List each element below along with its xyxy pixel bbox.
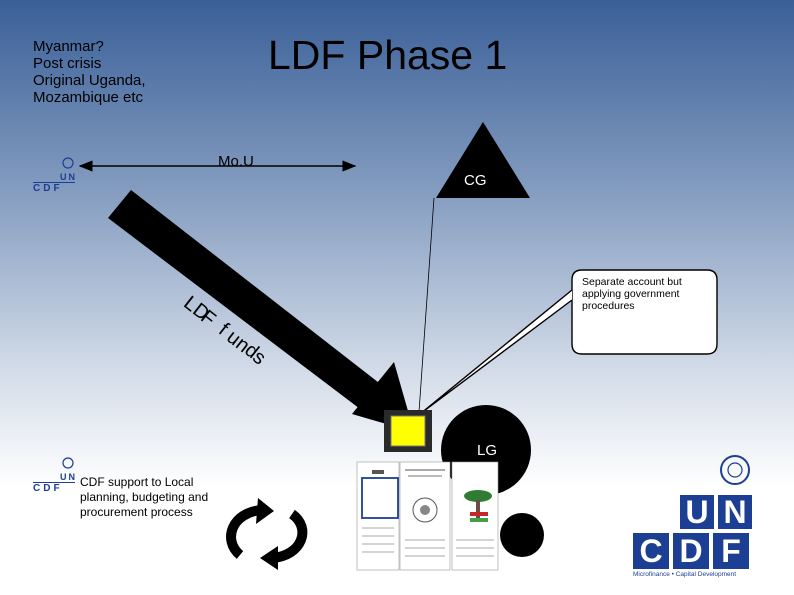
logo-letter: N bbox=[718, 495, 752, 529]
context-line: Myanmar? bbox=[33, 38, 104, 55]
small-circle bbox=[500, 513, 544, 557]
logo-letter: C bbox=[633, 533, 669, 569]
cg-triangle bbox=[436, 122, 530, 198]
cycle-arrows-icon bbox=[226, 498, 308, 570]
ldf-funds-arrow bbox=[108, 190, 414, 432]
lg-yellow-box bbox=[384, 410, 432, 452]
context-line: Original Uganda, bbox=[33, 72, 146, 89]
context-line: Post crisis bbox=[33, 55, 102, 72]
document-thumbnail-planning bbox=[356, 461, 400, 571]
slide-title: LDF Phase 1 bbox=[268, 32, 508, 78]
context-text: Myanmar? Post crisis Original Uganda, Mo… bbox=[33, 38, 233, 106]
cg-lg-link bbox=[418, 197, 435, 413]
logo-letter: D bbox=[673, 533, 709, 569]
callout-text: Separate account but applying government… bbox=[582, 276, 682, 312]
mou-label: Mo.U bbox=[218, 153, 254, 170]
cdf-support-text: CDF support to Local planning, budgeting… bbox=[80, 475, 209, 519]
logo-letter: F bbox=[713, 533, 749, 569]
logo-top-row: U N bbox=[680, 495, 752, 529]
document-thumbnail-process bbox=[399, 461, 451, 571]
lg-label: LG bbox=[477, 442, 498, 459]
uncdf-logo-large: U N C D F Microfinance • Capital Develop… bbox=[633, 455, 753, 583]
cg-label: CG bbox=[464, 172, 487, 189]
logo-tagline: Microfinance • Capital Development bbox=[633, 571, 737, 578]
context-line: Mozambique etc bbox=[33, 89, 144, 106]
document-thumbnail-tree bbox=[451, 461, 499, 571]
un-emblem-icon bbox=[62, 157, 750, 485]
callout-pointer bbox=[419, 289, 573, 415]
callout-bubble bbox=[571, 269, 718, 355]
logo-letter: U bbox=[680, 495, 714, 529]
logo-bottom-row: C D F bbox=[633, 533, 749, 569]
